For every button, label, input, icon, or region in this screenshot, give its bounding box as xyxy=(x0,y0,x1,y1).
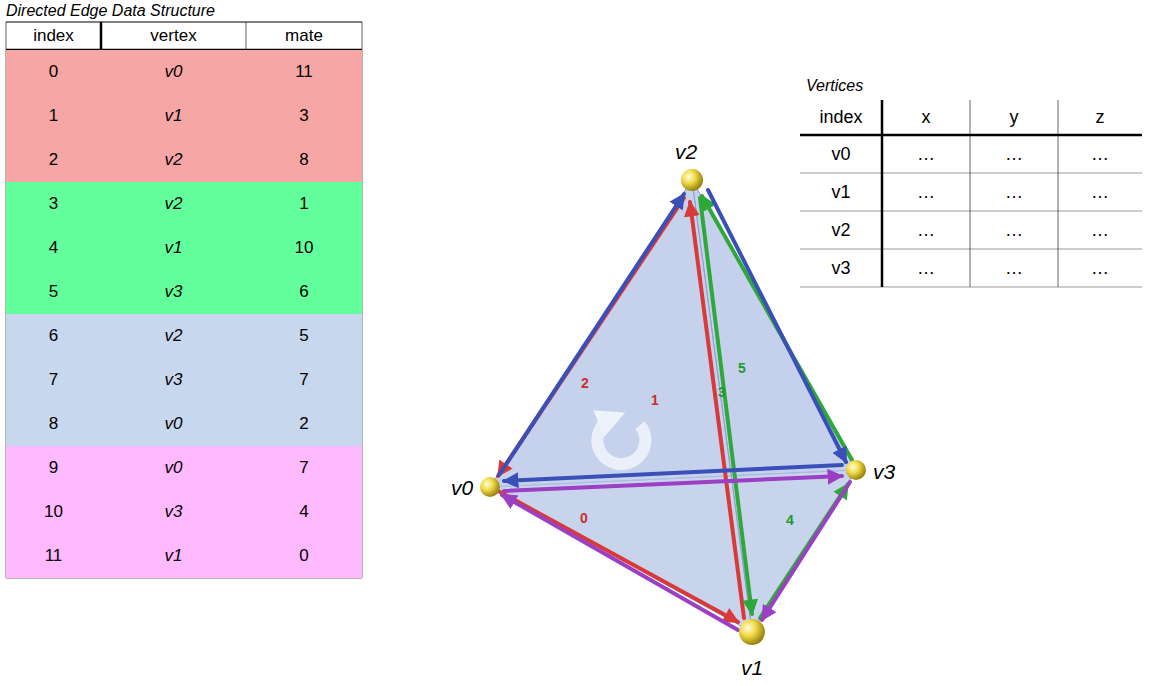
table-header: y xyxy=(970,100,1058,135)
table-cell: 11 xyxy=(246,50,362,94)
grid-line xyxy=(800,134,1142,137)
table-cell: v3 xyxy=(101,270,246,314)
table-cell: 4 xyxy=(246,490,362,534)
table-cell: v1 xyxy=(101,94,246,138)
table-cell: v0 xyxy=(101,402,246,446)
vertex-label: v1 xyxy=(734,655,770,681)
table-cell: 0 xyxy=(246,534,362,578)
table-cell: v3 xyxy=(800,249,882,287)
table-cell: 5 xyxy=(246,314,362,358)
directed-edge-arrow xyxy=(502,495,738,630)
table-cell: v2 xyxy=(101,314,246,358)
vertex-label: v2 xyxy=(668,139,704,165)
edge-number: 3 xyxy=(712,382,732,402)
vertex-label: v0 xyxy=(444,475,480,501)
grid-line xyxy=(1058,100,1059,287)
table-cell: … xyxy=(970,249,1058,287)
table-cell: v3 xyxy=(101,490,246,534)
table-cell: v1 xyxy=(101,226,246,270)
table-cell: v3 xyxy=(101,358,246,402)
table-cell: 10 xyxy=(246,226,362,270)
grid-line xyxy=(800,287,1142,288)
table-cell: 2 xyxy=(6,138,101,182)
table-cell: 3 xyxy=(246,94,362,138)
table-cell: 9 xyxy=(6,446,101,490)
table-cell: 0 xyxy=(6,50,101,94)
edge-number: 1 xyxy=(645,390,665,410)
table-cell: 5 xyxy=(6,270,101,314)
table-cell: v0 xyxy=(800,135,882,173)
table-cell: 8 xyxy=(6,402,101,446)
table-cell: … xyxy=(970,135,1058,173)
grid-line xyxy=(800,173,1142,174)
table-cell: 1 xyxy=(246,182,362,226)
edge-number: 5 xyxy=(732,358,752,378)
grid-line xyxy=(881,100,884,287)
table-cell: 8 xyxy=(246,138,362,182)
table-title: Vertices xyxy=(806,74,966,98)
table-cell: … xyxy=(1058,249,1142,287)
table-cell: v0 xyxy=(101,50,246,94)
orientation-arrow xyxy=(597,418,645,464)
table-cell: 11 xyxy=(6,534,101,578)
vertex-spheres xyxy=(480,169,866,645)
directed-edge-arrow xyxy=(500,492,738,622)
grid-line xyxy=(800,249,1142,250)
table-cell: … xyxy=(882,211,970,249)
directed-edges xyxy=(498,190,852,630)
table-cell: … xyxy=(970,173,1058,211)
table-cell: 6 xyxy=(246,270,362,314)
table-cell: v2 xyxy=(101,138,246,182)
table-cell: 6 xyxy=(6,314,101,358)
table-cell: 7 xyxy=(246,446,362,490)
edge-number: 0 xyxy=(574,508,594,528)
table-cell: … xyxy=(882,249,970,287)
table-cell: v1 xyxy=(800,173,882,211)
directed-edge-arrow xyxy=(499,194,684,475)
directed-edge-arrow xyxy=(762,482,850,620)
table-cell: 1 xyxy=(6,94,101,138)
table-header: index xyxy=(800,100,882,135)
table-header: x xyxy=(882,100,970,135)
table-header: vertex xyxy=(101,22,246,50)
table-cell: … xyxy=(882,173,970,211)
directed-edge-arrow xyxy=(690,202,744,618)
table-header: mate xyxy=(246,22,362,50)
table-cell: … xyxy=(1058,211,1142,249)
table-cell: … xyxy=(970,211,1058,249)
edge-number: 2 xyxy=(575,373,595,393)
table-header: z xyxy=(1058,100,1142,135)
directed-edge-arrow xyxy=(708,190,846,462)
table-cell: v2 xyxy=(101,182,246,226)
edge-number: 4 xyxy=(780,510,800,530)
table-cell: 10 xyxy=(6,490,101,534)
table-cell: 2 xyxy=(246,402,362,446)
directed-edge-arrow xyxy=(504,476,842,491)
table-cell: 3 xyxy=(6,182,101,226)
vertex-label: v3 xyxy=(866,459,902,485)
table-cell: 4 xyxy=(6,226,101,270)
grid-line xyxy=(6,22,362,23)
table-cell: … xyxy=(1058,173,1142,211)
table-cell: v2 xyxy=(800,211,882,249)
grid-line xyxy=(800,211,1142,212)
table-header: index xyxy=(6,22,101,50)
table-cell: 7 xyxy=(246,358,362,402)
table-title: Directed Edge Data Structure xyxy=(6,0,306,22)
table-cell: v0 xyxy=(101,446,246,490)
table-cell: 7 xyxy=(6,358,101,402)
table-cell: … xyxy=(1058,135,1142,173)
table-cell: v1 xyxy=(101,534,246,578)
faces xyxy=(490,180,856,632)
table-cell: … xyxy=(882,135,970,173)
grid-line xyxy=(970,100,971,287)
